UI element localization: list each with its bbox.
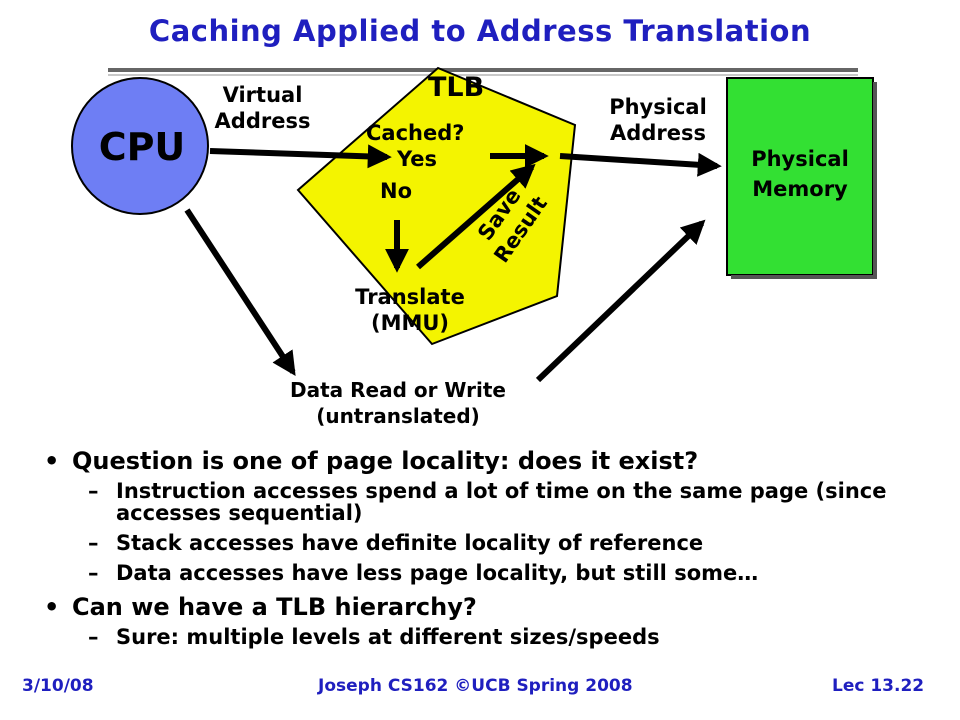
arrow-cpu-to-tlb	[209, 144, 392, 169]
footer-lecture: Lec 13.22	[832, 676, 925, 696]
sub-bullet-item: –Data accesses have less page locality, …	[88, 561, 759, 585]
physical-address-label: Physical Address	[609, 95, 707, 145]
arrow-save-result	[416, 163, 536, 270]
no-label: No	[380, 179, 413, 203]
yes-label: Yes	[397, 147, 438, 171]
translate-mmu-label: Translate (MMU)	[355, 285, 465, 335]
translation-diagram	[71, 66, 877, 383]
footer-course: Joseph CS162 ©UCB Spring 2008	[318, 676, 633, 696]
cached-question-label: Cached?	[366, 121, 465, 145]
title-divider	[108, 68, 858, 72]
sub-bullet-item: –Stack accesses have definite locality o…	[88, 531, 704, 555]
bullet-item: Can we have a TLB hierarchy?	[44, 592, 944, 622]
slide-title: Caching Applied to Address Translation	[148, 14, 812, 48]
tlb-label: TLB	[428, 72, 485, 103]
bullet-item: Question is one of page locality: does i…	[44, 446, 944, 476]
virtual-address-label: Virtual Address	[214, 83, 311, 133]
sub-bullet-item: –Sure: multiple levels at different size…	[88, 625, 660, 649]
bullet-list: Question is one of page locality: does i…	[44, 446, 944, 656]
arrow-data-to-memory	[535, 219, 706, 383]
tlb-pentagon	[296, 66, 577, 346]
sub-bullet-item: –Instruction accesses spend a lot of tim…	[88, 479, 887, 525]
arrow-tlb-to-memory	[559, 152, 722, 177]
footer-date: 3/10/08	[22, 676, 94, 696]
cpu-label: CPU	[98, 125, 186, 169]
physical-memory-shadow	[873, 82, 877, 279]
physical-memory-label: Physical Memory	[751, 147, 849, 201]
cpu-circle	[71, 77, 209, 215]
physical-memory-shadow-bottom	[731, 275, 877, 279]
title-divider-shadow	[108, 74, 858, 76]
arrow-cpu-to-data	[184, 208, 296, 377]
data-read-write-label: Data Read or Write (untranslated)	[290, 378, 506, 428]
